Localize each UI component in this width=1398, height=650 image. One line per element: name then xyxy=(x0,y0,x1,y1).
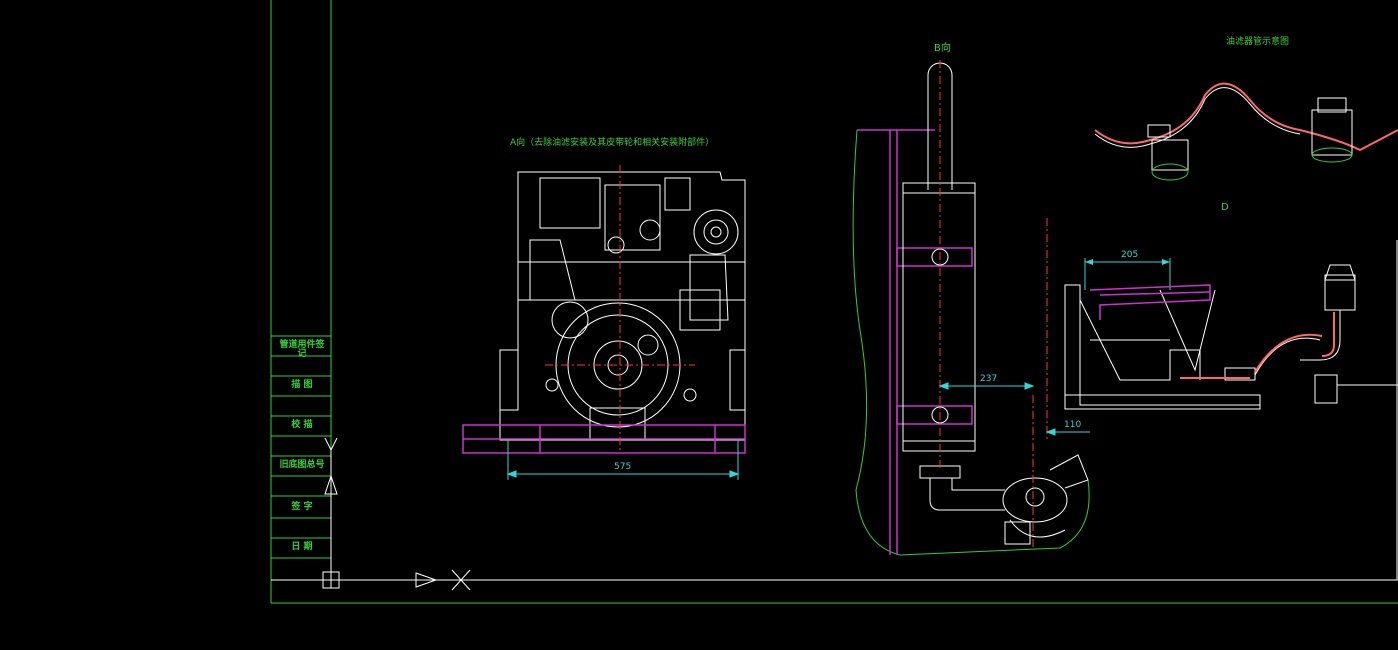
view-b-hull xyxy=(852,129,1090,556)
drawing-frame xyxy=(270,0,1398,604)
view-a-engine xyxy=(499,171,746,441)
view-a-centerlines xyxy=(545,165,695,450)
view-b-magenta xyxy=(857,129,973,555)
side-row-label: 描 图 xyxy=(291,380,313,390)
dimension-width-a: 575 xyxy=(614,462,632,472)
side-row-label: 校 描 xyxy=(291,420,313,430)
view-b-dimensions xyxy=(938,382,1090,436)
pipe-schematic-title: 油滤器管示意图 xyxy=(1226,37,1290,47)
view-d-frame xyxy=(1064,258,1398,410)
pipe-schematic xyxy=(1094,82,1398,181)
dimension-offset-c: 110 xyxy=(1064,420,1082,430)
view-b-title: B向 xyxy=(934,43,951,54)
side-row-label: 日 期 xyxy=(291,542,313,552)
dimension-offset-b: 237 xyxy=(980,374,998,384)
origin-square-icon xyxy=(322,571,340,589)
view-d-title: D xyxy=(1221,202,1229,213)
view-b-muffler xyxy=(902,62,1089,545)
view-a-title: A向（去除油滤安装及其皮带轮和相关安装附部件） xyxy=(510,138,715,148)
x-arrow-icon xyxy=(339,572,455,588)
side-row-label: 管道用件签记 xyxy=(279,340,325,359)
view-b-centerlines xyxy=(939,60,1048,548)
view-d-magenta-lever xyxy=(1089,284,1211,320)
cross-mark-icon xyxy=(451,569,471,591)
dimension-width-d: 205 xyxy=(1121,250,1139,260)
y-axis-icon xyxy=(324,437,338,575)
view-d-pipe xyxy=(1180,312,1335,379)
view-a-base xyxy=(462,424,746,454)
view-a-dimension xyxy=(506,440,740,480)
side-row-label: 签 字 xyxy=(291,502,313,512)
side-row-label: 旧底图总号 xyxy=(279,460,325,470)
